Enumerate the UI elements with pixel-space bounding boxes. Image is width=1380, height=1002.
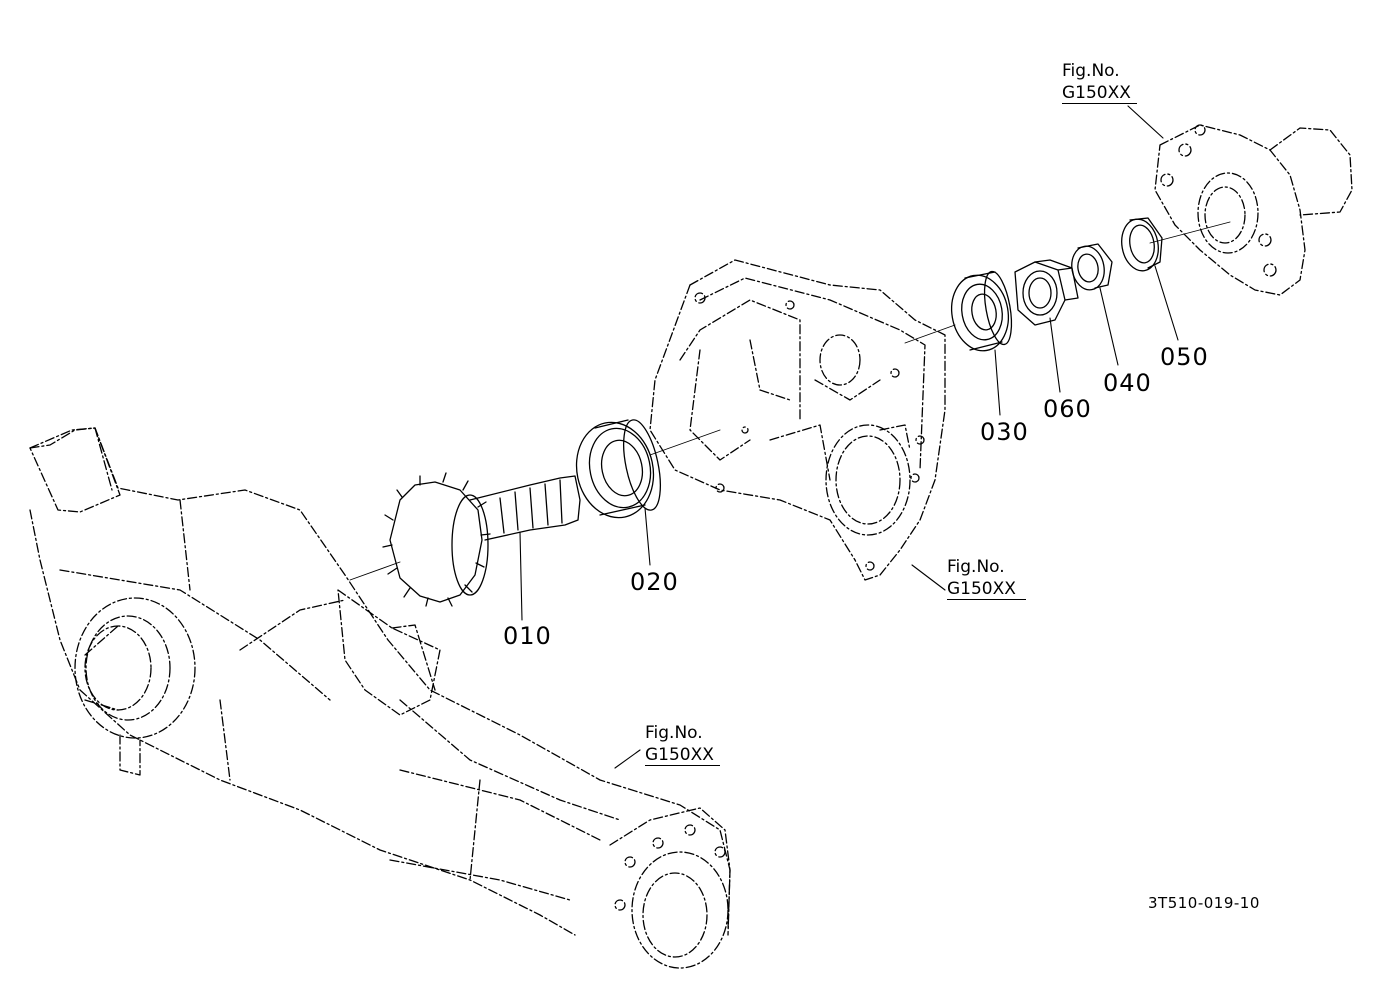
figure-reference-top-right[interactable]: Fig.No. G150XX (1062, 60, 1137, 104)
figure-reference-caption: Fig.No. (947, 557, 1005, 577)
figure-reference-axle-housing[interactable]: Fig.No. G150XX (645, 722, 720, 766)
part-020-ball-bearing (575, 419, 661, 519)
drawing-number: 3T510-019-10 (1148, 894, 1260, 912)
leader-lines (519, 105, 1179, 769)
axle-housing (29, 427, 731, 969)
part-label-060[interactable]: 060 (1043, 395, 1092, 423)
part-label-050[interactable]: 050 (1160, 343, 1209, 371)
part-label-030[interactable]: 030 (980, 418, 1029, 446)
part-030-ball-bearing (950, 270, 1013, 352)
part-label-020[interactable]: 020 (630, 568, 679, 596)
part-010-bevel-pinion-shaft (382, 472, 581, 607)
assembly-axis (349, 221, 1231, 581)
part-label-010[interactable]: 010 (503, 622, 552, 650)
input-flange (1154, 124, 1353, 296)
part-label-040[interactable]: 040 (1103, 369, 1152, 397)
front-gear-case (649, 259, 946, 581)
figure-reference-caption: Fig.No. (1062, 61, 1120, 81)
figure-reference-code[interactable]: G150XX (645, 745, 720, 766)
part-060-lock-nut (1014, 259, 1079, 326)
part-050-oil-seal (1121, 217, 1163, 272)
part-040-collar (1071, 243, 1113, 291)
figure-reference-code[interactable]: G150XX (1062, 83, 1137, 104)
figure-reference-caption: Fig.No. (645, 723, 703, 743)
figure-reference-code[interactable]: G150XX (947, 579, 1026, 600)
figure-reference-gear-case[interactable]: Fig.No. G150XX (947, 556, 1026, 600)
